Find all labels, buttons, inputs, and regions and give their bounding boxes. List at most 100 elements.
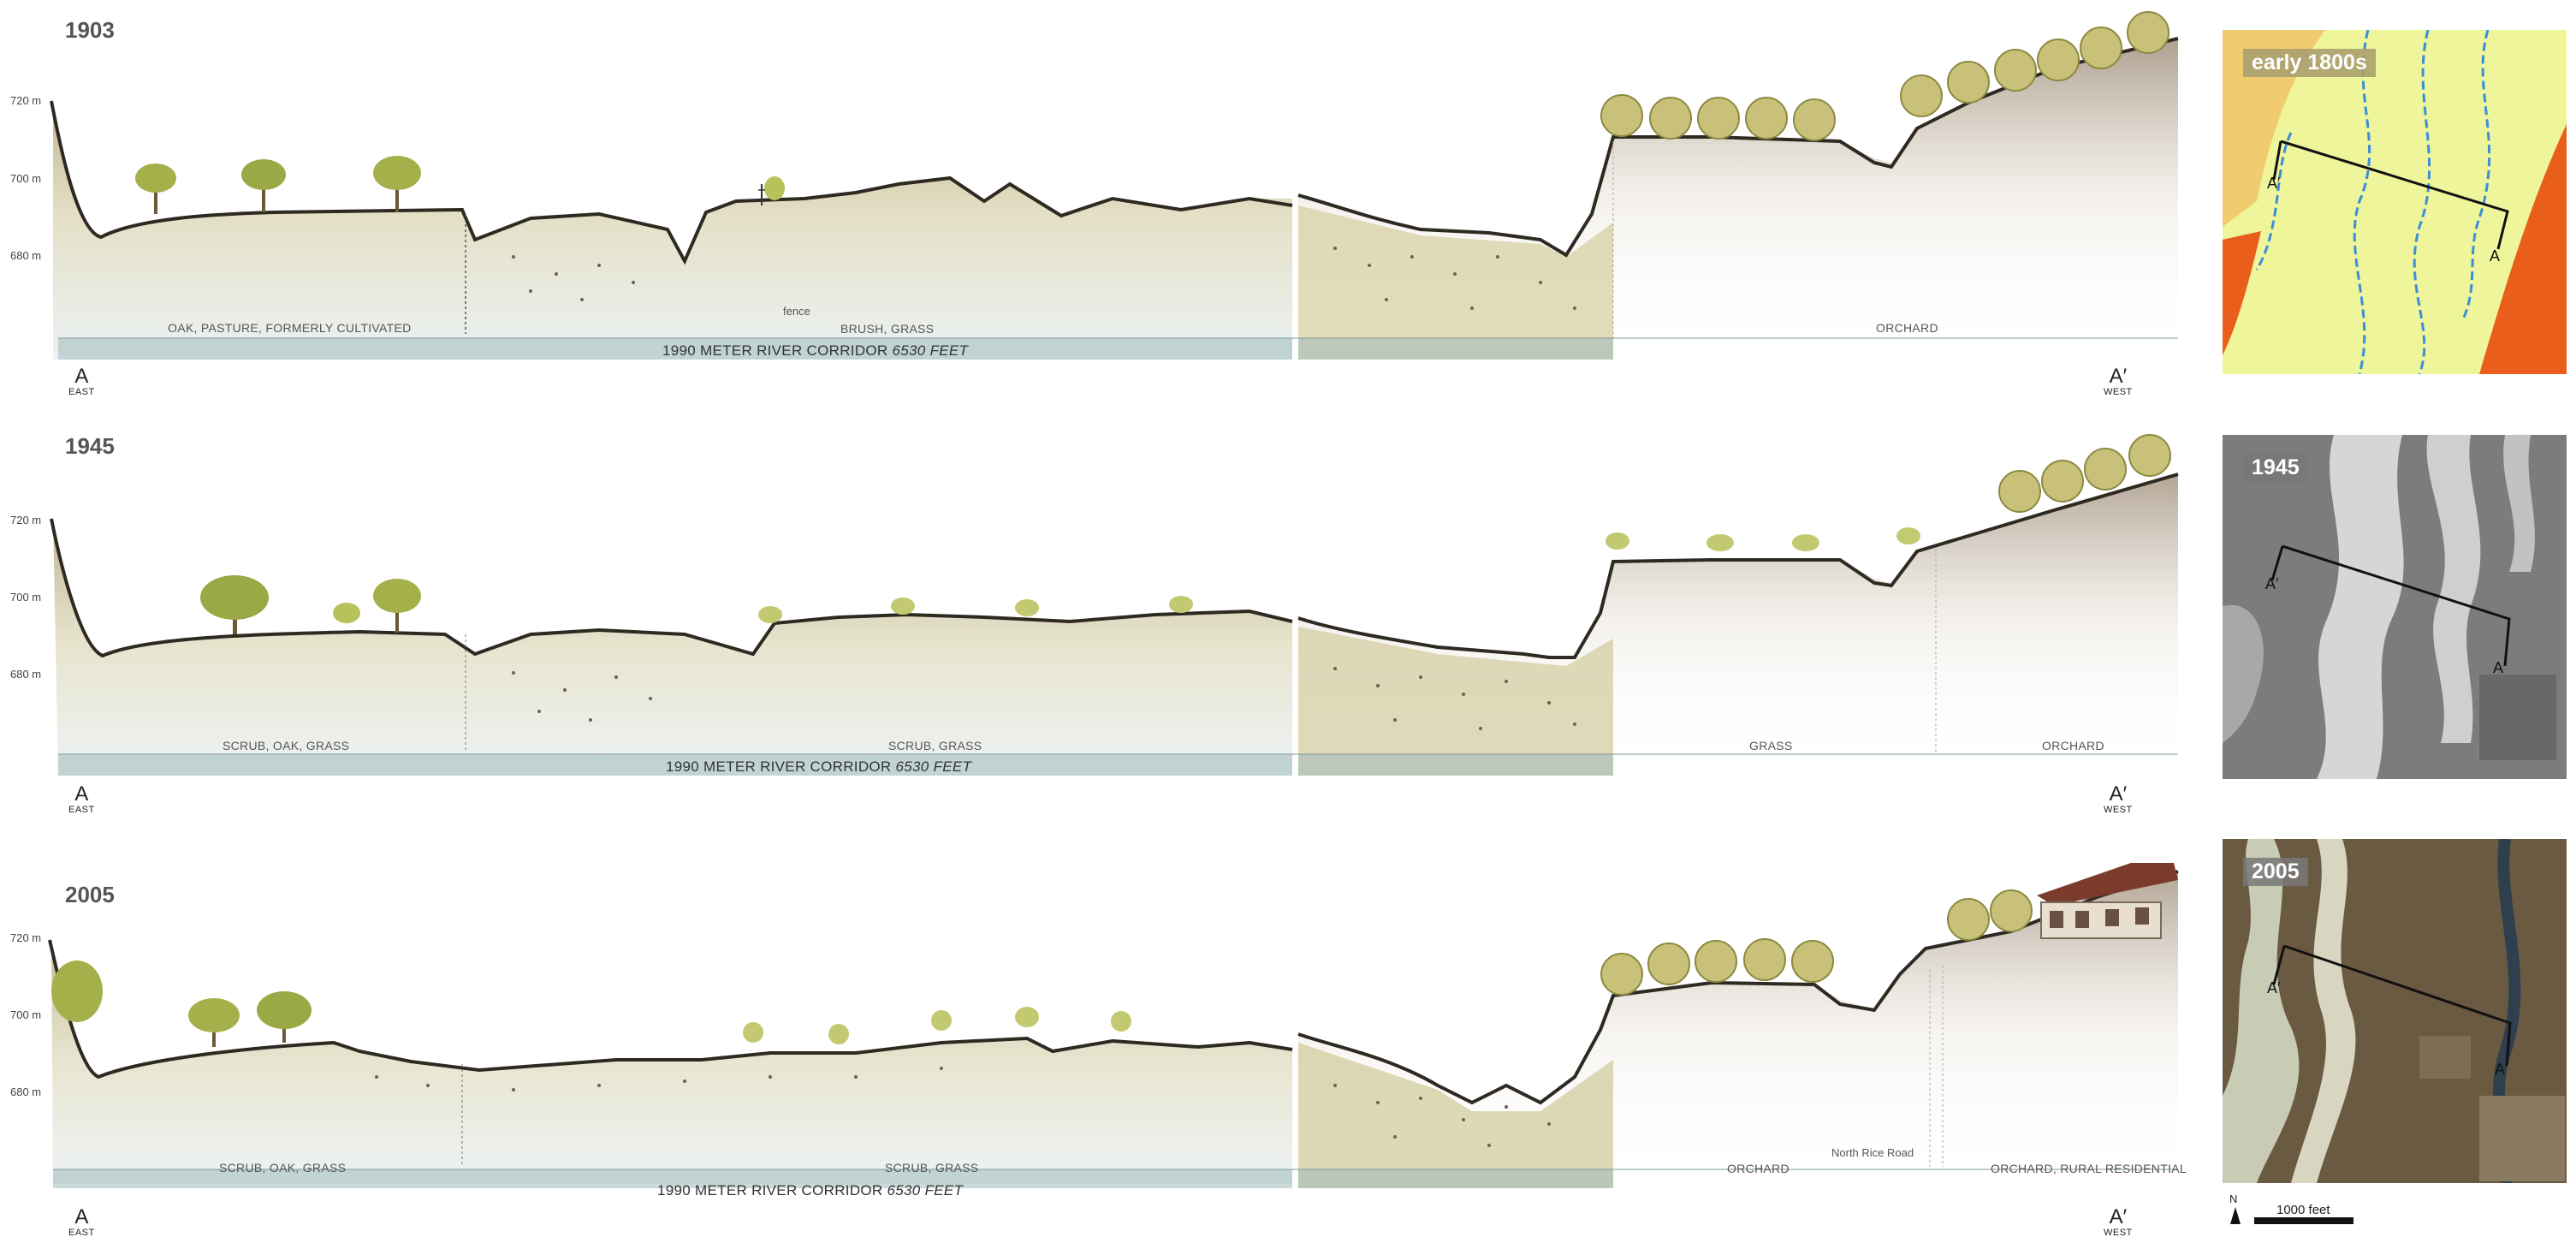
section-panel-1945: 1945 720 m 700 m 680 m SCRUB, OAK, GRASS…	[0, 416, 2576, 830]
zone-label: ORCHARD	[1727, 1162, 1790, 1175]
map-label: 2005	[2243, 858, 2308, 886]
field-area	[2479, 1096, 2565, 1181]
zone-label: ORCHARD	[2042, 739, 2104, 752]
ground-profile-right	[1297, 37, 2179, 258]
shrub-icon	[1111, 1011, 1131, 1032]
upland-area	[2223, 30, 2325, 227]
tree-icon	[257, 991, 312, 1043]
tree-icon	[1695, 940, 1737, 983]
end-direction: WEST	[2104, 805, 2133, 815]
riverbed	[2317, 435, 2404, 779]
shrub-icon	[828, 1024, 849, 1044]
end-letter: A′	[2109, 1205, 2128, 1228]
terrace-area	[2223, 231, 2261, 355]
elevation-label: 700 m	[10, 1008, 42, 1021]
zone-label: SCRUB, GRASS	[885, 1161, 979, 1175]
tree-icon	[1998, 470, 2041, 513]
soil-body	[53, 519, 1292, 776]
zone-label: SCRUB, OAK, GRASS	[223, 739, 350, 752]
end-direction: EAST	[68, 387, 95, 397]
end-direction: WEST	[2104, 387, 2133, 397]
shrub-icon	[1606, 532, 1629, 550]
panel-year: 2005	[65, 882, 115, 907]
end-direction: EAST	[68, 1228, 95, 1238]
tree-icon	[2128, 434, 2171, 477]
elevation-label: 680 m	[10, 668, 42, 681]
section-line	[2280, 140, 2509, 250]
soil-body	[51, 940, 1292, 1184]
shrub-icon	[758, 606, 782, 623]
end-letter: A′	[2109, 782, 2128, 806]
tree-icon	[2084, 448, 2127, 491]
tree-icon	[1600, 94, 1643, 137]
corridor-text: 1990 METER RIVER CORRIDOR	[662, 342, 888, 359]
floodplain-soil	[1298, 205, 1613, 360]
corridor-band-right	[1298, 338, 1613, 360]
tree-icon	[1745, 97, 1788, 140]
section-panel-1903: 1903 720 m 700 m 680 m OAK, PASTURE, FOR…	[0, 0, 2576, 414]
field-area	[2479, 675, 2556, 760]
tree-icon	[2080, 27, 2122, 69]
map-thumbnail-2005: A′ A 2005	[2223, 839, 2567, 1183]
section-end-b: A′ WEST	[2104, 1205, 2133, 1239]
scale-label: 1000 feet	[2276, 1203, 2330, 1217]
end-direction: WEST	[2104, 1228, 2133, 1238]
corridor-band-right	[1298, 1169, 1613, 1188]
shrub-icon	[1169, 596, 1193, 613]
road-label: North Rice Road	[1831, 1146, 1914, 1159]
elevation-label: 680 m	[10, 249, 42, 262]
tree-icon	[1600, 953, 1643, 996]
oak-trees	[200, 527, 1920, 634]
elevation-label: 700 m	[10, 172, 42, 185]
aerial-photo: A′ A	[2223, 435, 2567, 779]
zone-label: GRASS	[1749, 739, 1793, 752]
ground-profile-right	[1297, 870, 2179, 1105]
soil-body	[53, 101, 1292, 360]
elevation-label: 680 m	[10, 1085, 42, 1098]
elevation-label: 720 m	[10, 514, 42, 526]
tree-icon	[1697, 97, 1740, 140]
tree-icon	[188, 998, 240, 1047]
riverbed	[2223, 839, 2300, 1183]
map-thumbnail-1945: A′ A 1945	[2223, 435, 2567, 779]
zone-label: ORCHARD, RURAL RESIDENTIAL	[1991, 1162, 2187, 1175]
tree-icon	[1900, 74, 1943, 117]
corridor-label: 1990 METER RIVER CORRIDOR 6530 FEET	[662, 342, 968, 360]
floodplain-soil	[1298, 1043, 1613, 1188]
zone-label: ORCHARD	[1876, 321, 1938, 335]
riverbed	[2426, 435, 2481, 743]
section-line	[2282, 544, 2511, 667]
shrub-icon	[764, 176, 785, 200]
section-end-b: A′ WEST	[2104, 366, 2133, 398]
map-thumbnail-1903: A′ A early 1800s	[2223, 30, 2567, 374]
field-area	[2223, 604, 2264, 743]
terrace-body	[1298, 871, 2178, 1188]
soil-texture	[512, 667, 1576, 730]
section-end-a: A EAST	[68, 365, 95, 398]
aerial-photo: A′ A	[2223, 839, 2567, 1183]
shrub-icon	[891, 598, 915, 615]
zone-label: OAK, PASTURE, FORMERLY CULTIVATED	[168, 321, 412, 335]
tree-icon	[51, 960, 103, 1022]
channel-line	[2460, 30, 2491, 322]
elevation-label: 720 m	[10, 931, 42, 944]
historic-map: A′ A	[2223, 30, 2567, 374]
tree-icon	[241, 159, 286, 212]
corridor-text: 1990 METER RIVER CORRIDOR	[657, 1182, 883, 1198]
end-letter: A	[74, 1205, 89, 1228]
tree-icon	[1791, 940, 1834, 983]
corridor-band-left	[53, 1169, 1292, 1188]
section-line	[2272, 945, 2286, 985]
ground-profile-right	[1297, 473, 2179, 659]
map-label: 1945	[2243, 454, 2308, 482]
shrub-icon	[1706, 534, 1734, 551]
end-letter: A	[74, 782, 89, 806]
channel-line	[2353, 30, 2371, 374]
end-letter: A	[74, 365, 89, 388]
scale-bar	[2230, 1207, 2353, 1224]
tree-icon	[1647, 943, 1690, 985]
tree-icon	[1990, 889, 2033, 932]
section-line	[2283, 944, 2512, 1067]
orchard-trees	[1998, 434, 2171, 513]
zone-label: SCRUB, GRASS	[888, 739, 982, 752]
